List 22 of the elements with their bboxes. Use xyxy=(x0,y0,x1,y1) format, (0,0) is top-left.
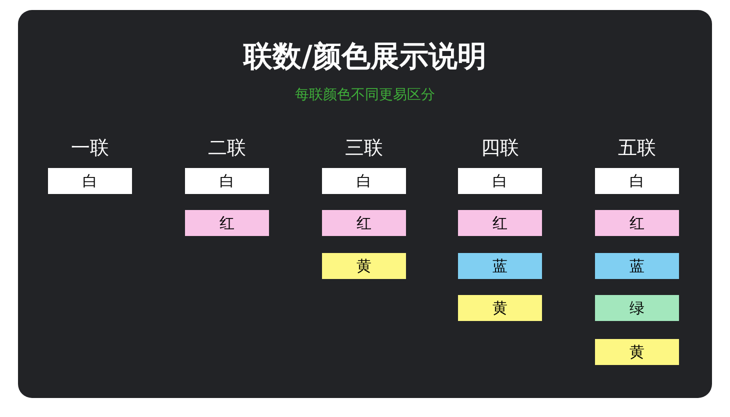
column-heading: 一联 xyxy=(70,136,110,160)
column-heading: 三联 xyxy=(344,136,384,160)
color-box: 黄 xyxy=(458,295,542,321)
color-box: 红 xyxy=(322,210,406,236)
color-box: 白 xyxy=(185,168,269,194)
subtitle: 每联颜色不同更易区分 xyxy=(294,86,436,105)
color-box: 蓝 xyxy=(458,253,542,279)
color-box: 黄 xyxy=(595,339,679,365)
color-box: 黄 xyxy=(322,253,406,279)
color-box: 白 xyxy=(48,168,132,194)
column-heading: 五联 xyxy=(617,136,657,160)
color-box: 绿 xyxy=(595,295,679,321)
column-heading: 四联 xyxy=(480,136,520,160)
title: 联数/颜色展示说明 xyxy=(242,38,488,74)
color-box: 白 xyxy=(458,168,542,194)
color-box: 白 xyxy=(322,168,406,194)
color-box: 红 xyxy=(458,210,542,236)
color-box: 蓝 xyxy=(595,253,679,279)
column-heading: 二联 xyxy=(207,136,247,160)
color-box: 红 xyxy=(595,210,679,236)
color-box: 红 xyxy=(185,210,269,236)
color-box: 白 xyxy=(595,168,679,194)
